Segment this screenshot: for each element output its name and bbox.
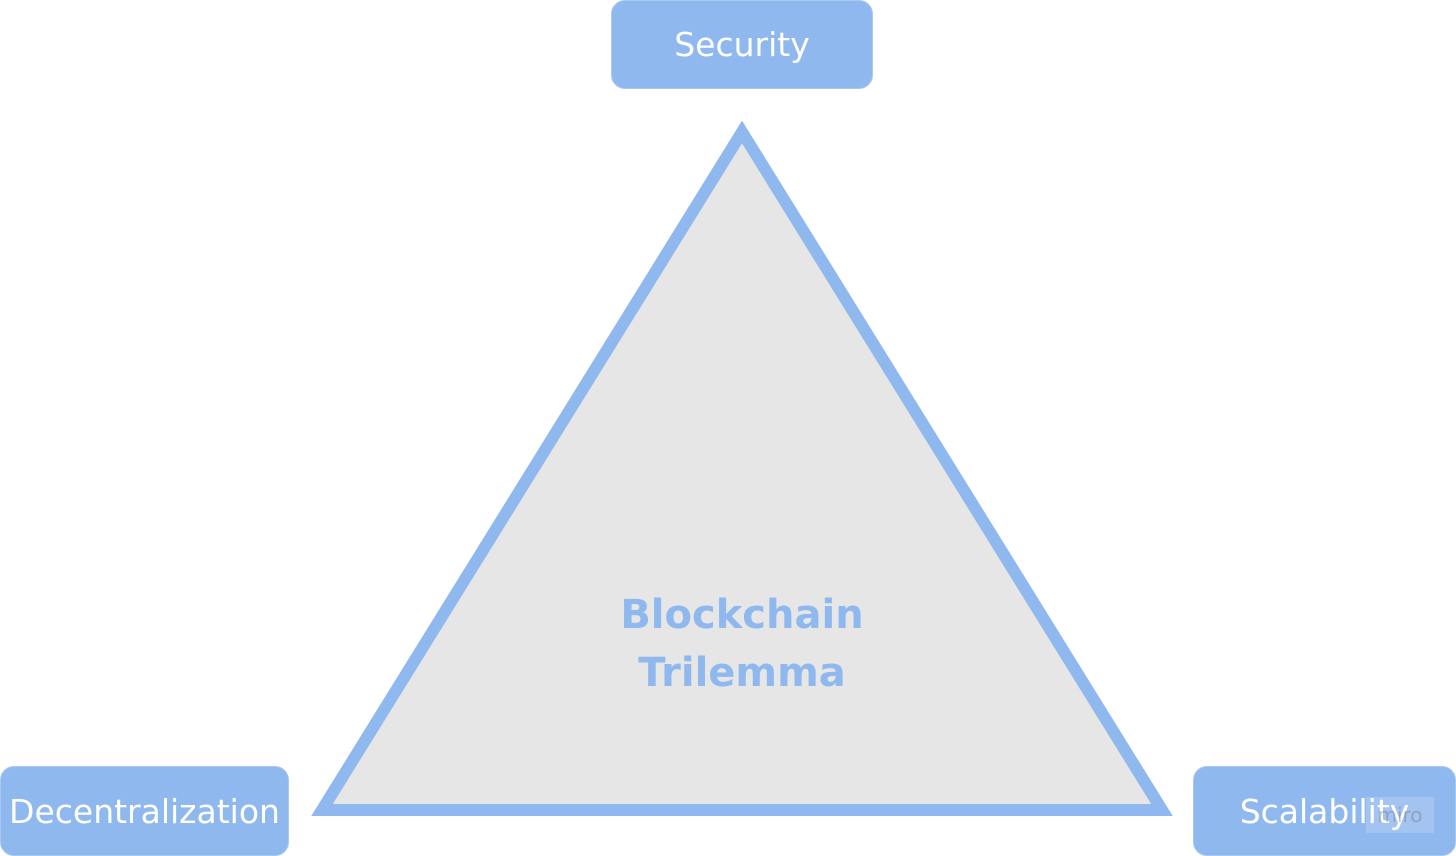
decentralization-node: Decentralization (0, 766, 289, 856)
center-title: Blockchain Trilemma (560, 586, 924, 702)
security-label: Security (674, 25, 810, 64)
watermark-text: miro (1377, 803, 1423, 827)
decentralization-label: Decentralization (9, 791, 280, 831)
center-title-line-1: Blockchain (620, 592, 864, 638)
miro-watermark: miro (1366, 797, 1434, 833)
center-title-line-2: Trilemma (638, 650, 846, 696)
triangle-shape (311, 120, 1173, 816)
security-node: Security (611, 0, 873, 89)
scalability-node: Scalability (1193, 766, 1456, 856)
scalability-label: Scalability (1239, 791, 1410, 831)
